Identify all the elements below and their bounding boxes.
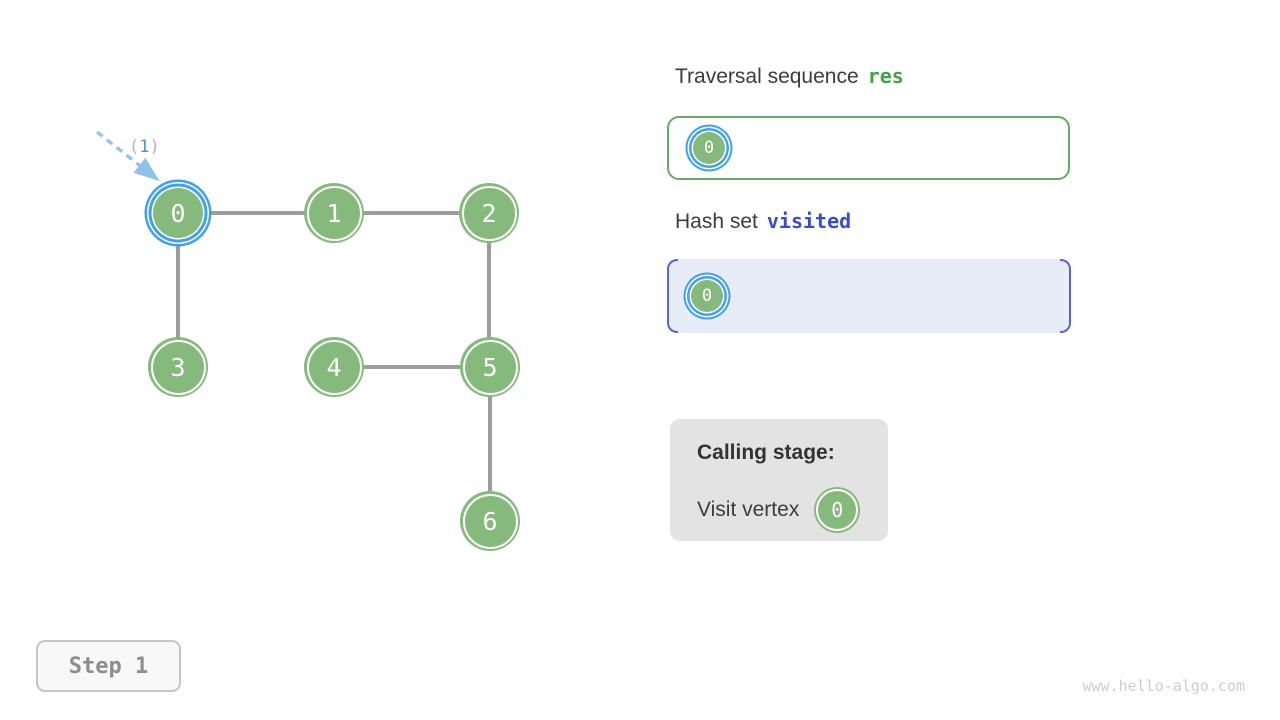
graph-edge-0-1: [178, 211, 334, 215]
call-arrow-icon: [96, 130, 160, 181]
traversal-sequence-box: 0: [667, 116, 1070, 180]
visited-keyword: visited: [766, 209, 852, 233]
step-indicator: Step 1: [36, 640, 181, 692]
vertex-chip-0: 0: [693, 132, 725, 164]
annotation-number: 1: [139, 137, 150, 157]
calling-stage-title: Calling stage:: [697, 441, 835, 464]
calling-stage-box: Calling stage: Visit vertex 0: [670, 419, 888, 541]
vertex-chip-0: 0: [691, 280, 723, 312]
res-keyword: res: [867, 64, 904, 88]
annotation-open-paren: (: [129, 137, 140, 157]
call-order-annotation: (1): [129, 137, 160, 157]
graph-node-5: 5: [460, 337, 520, 397]
graph-node-6: 6: [460, 491, 520, 551]
graph-edge-5-6: [488, 367, 492, 521]
visit-vertex-chip: 0: [814, 487, 861, 533]
graph-edge-2-5: [487, 213, 491, 367]
graph-edge-4-5: [334, 365, 490, 369]
graph-node-4: 4: [304, 337, 364, 397]
annotation-close-paren: ): [149, 137, 160, 157]
graph-node-1: 1: [304, 183, 364, 243]
graph-edge-0-3: [176, 213, 180, 367]
hash-set-label: Hash set: [675, 210, 758, 233]
graph-node-3: 3: [148, 337, 208, 397]
graph-edge-1-2: [334, 211, 489, 215]
visit-vertex-label: Visit vertex: [697, 498, 800, 521]
hash-set-title: Hash set visited: [675, 209, 851, 234]
traversal-sequence-label: Traversal sequence: [675, 65, 859, 88]
watermark-text: www.hello-algo.com: [1082, 677, 1245, 695]
calling-stage-action-row: Visit vertex 0: [697, 487, 888, 533]
traversal-sequence-title: Traversal sequence res: [675, 64, 904, 89]
hash-set-box: 0: [667, 259, 1071, 333]
graph-node-0: 0: [153, 188, 203, 238]
graph-node-2: 2: [459, 183, 519, 243]
